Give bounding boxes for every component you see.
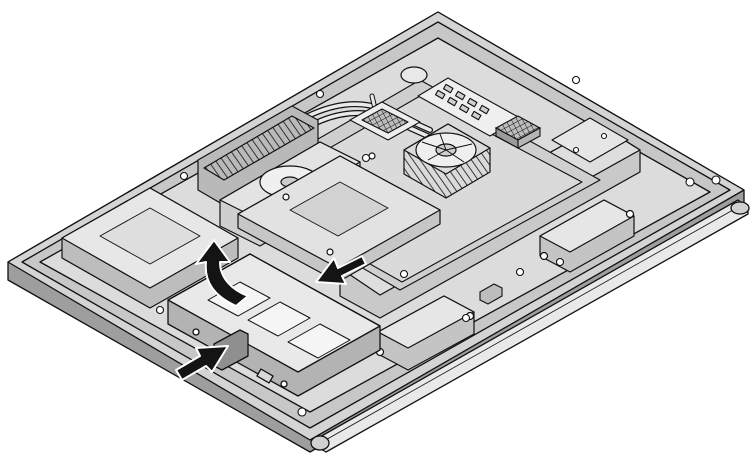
front-connector — [479, 283, 503, 305]
speaker-right — [539, 199, 635, 273]
cpu-plate — [349, 101, 421, 141]
chipset-heatsink — [494, 115, 542, 149]
wireless-card — [551, 117, 629, 163]
carry-handle — [310, 199, 750, 453]
curved-up-arrow-icon — [195, 239, 249, 307]
cpu-cooler — [403, 123, 491, 199]
drive-bracket — [237, 152, 441, 283]
cmos-battery — [400, 66, 428, 84]
left-arrow-icon — [315, 255, 367, 285]
optical-drive — [61, 187, 239, 309]
right-arrow-icon — [175, 345, 229, 381]
screw-bosses — [155, 75, 721, 417]
speaker-left — [375, 295, 475, 371]
system-fin-stack — [197, 105, 319, 205]
